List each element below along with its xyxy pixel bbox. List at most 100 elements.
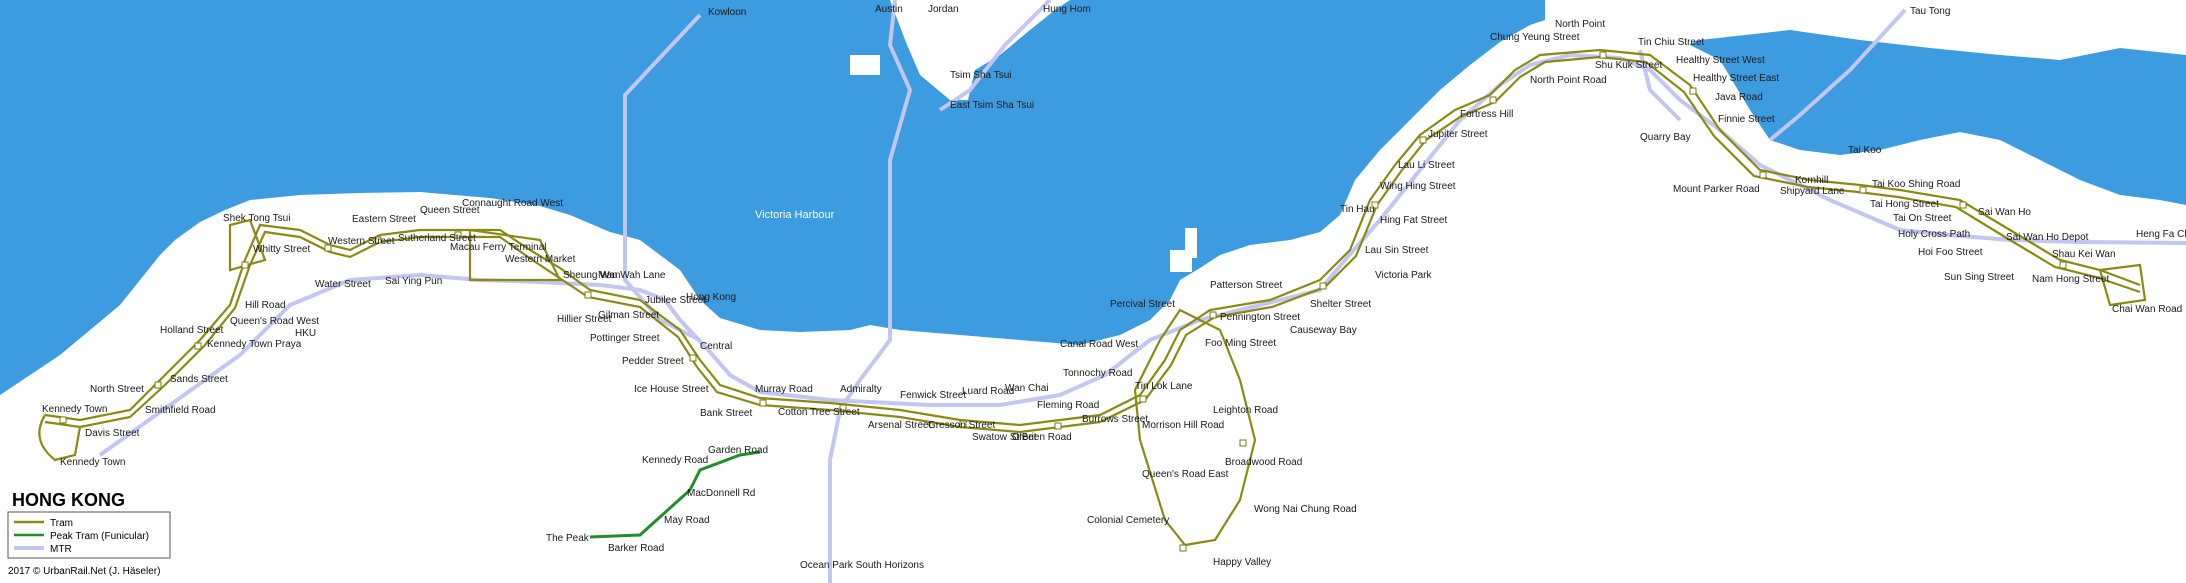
peak-stop-label: Garden Road (708, 445, 768, 456)
tram-stop-label: Kennedy Town Praya (207, 339, 302, 350)
cross-harbour-label: East Tsim Sha Tsui (950, 100, 1034, 111)
tram-stop-label: Wing Hing Street (1380, 181, 1456, 192)
kowloon-land (840, 0, 1070, 100)
tram-stop-label: Sands Street (170, 374, 228, 385)
tram-stop-label: Cotton Tree Street (778, 407, 860, 418)
credit-text: 2017 © UrbanRail.Net (J. Häseler) (8, 566, 160, 577)
peak-stop-label: The Peak (546, 533, 590, 544)
tram-stop-label: Queen's Road East (1142, 469, 1229, 480)
tram-stop-label: Sutherland Street (398, 233, 476, 244)
tram-stop-label: Shu Kuk Street (1595, 60, 1662, 71)
tram-stop-label: Kennedy Town (42, 404, 107, 415)
mtr-label: HKU (295, 328, 316, 339)
tram-stop-label: Queen Street (420, 205, 480, 216)
cross-harbour-label: Austin (875, 4, 903, 15)
mtr-label: Ocean Park South Horizons (800, 560, 924, 571)
tram-stop-label: Jubilee Street (645, 295, 706, 306)
tram-stop-label: Water Street (315, 279, 371, 290)
tram-stop-label: Sun Sing Street (1944, 272, 2014, 283)
mtr-label: Sai Wan Ho (1978, 207, 2031, 218)
tram-stop-label: Tai Koo Shing Road (1872, 179, 1960, 190)
cross-harbour-label: Hung Hom (1043, 4, 1091, 15)
tram-stop-label: Shek Tong Tsui (223, 213, 290, 224)
tram-stop-label: Jupiter Street (1428, 129, 1488, 140)
tram-stop-label: Shipyard Lane (1780, 186, 1845, 197)
tram-stop-label: Foo Ming Street (1205, 338, 1276, 349)
tram-stop-label: Smithfield Road (145, 405, 216, 416)
tram-stop-label: Shelter Street (1310, 299, 1371, 310)
tram-stop-label: Arsenal Street (868, 420, 932, 431)
tram-stop-label: Lau Sin Street (1365, 245, 1429, 256)
tram-stop-label: Sheung Wan (563, 270, 620, 281)
mtr-label: Chai Wan Road (2112, 304, 2182, 315)
tram-stop-label: Swatow Street (972, 432, 1037, 443)
tram-stop-label: Gresson Street (928, 420, 995, 431)
tram-stop-label: Hing Fat Street (1380, 215, 1447, 226)
kowloon-pier (850, 55, 880, 75)
tram-stop-label: Percival Street (1110, 299, 1175, 310)
legend-tram: Tram (50, 518, 73, 529)
tram-stop-label: Ice House Street (634, 384, 709, 395)
mtr-label: Tai Koo (1848, 145, 1882, 156)
hong-kong-island (0, 15, 2186, 583)
tram-stop-label: North Street (90, 384, 144, 395)
cross-harbour-label: Tsim Sha Tsui (950, 70, 1012, 81)
tram-stop-label: Murray Road (755, 384, 813, 395)
peak-tram-line (589, 450, 761, 539)
tram-stop-label: North Point Road (1530, 75, 1607, 86)
tram-stop-label: Kornhill (1795, 175, 1828, 186)
tram-stop-label: Pedder Street (622, 356, 684, 367)
tram-stop-label: Morrison Hill Road (1142, 420, 1224, 431)
tram-stop-label: Healthy Street East (1693, 73, 1779, 84)
legend-peak: Peak Tram (Funicular) (50, 531, 149, 542)
cross-harbour-label: Jordan (928, 4, 959, 15)
tram-stop-label: Holland Street (160, 325, 224, 336)
tram-stop-label: Healthy Street West (1676, 55, 1765, 66)
tram-stop-label: Tai On Street (1893, 213, 1952, 224)
tram-stop-label: Tin Chiu Street (1638, 37, 1705, 48)
tram-stop-label: Luard Road (962, 386, 1014, 397)
tram-stop-label: Hillier Street (557, 314, 612, 325)
pier (1185, 228, 1197, 258)
tram-stop-label: Burrows Street (1082, 414, 1148, 425)
tram-stop-label: Bank Street (700, 408, 752, 419)
mtr-label: Central (700, 341, 732, 352)
tram-stop-label: Finnie Street (1718, 114, 1775, 125)
tram-stop-label: Queen's Road West (230, 316, 319, 327)
tram-stop-label: Nam Hong Street (2032, 274, 2109, 285)
tram-stop-markers (59, 51, 2067, 552)
mtr-lines (98, 0, 2186, 583)
tram-stop-label: Leighton Road (1213, 405, 1278, 416)
mtr-label: Fortress Hill (1460, 109, 1513, 120)
tram-stop-label: Pennington Street (1220, 312, 1300, 323)
tram-stop-label: Tin Lok Lane (1135, 381, 1193, 392)
map-title: HONG KONG (12, 490, 125, 510)
tram-stop-label: O'Brien Road (1012, 432, 1072, 443)
tram-stop-label: Fleming Road (1037, 400, 1099, 411)
tram-stop-label: Western Market (505, 254, 576, 265)
peak-stop-label: Kennedy Road (642, 455, 708, 466)
tram-stop-label: Davis Street (85, 428, 140, 439)
mtr-label: Heng Fa Chuen (2136, 229, 2186, 240)
tram-stop-label: Colonial Cemetery (1087, 515, 1169, 526)
mtr-label: Sai Ying Pun (385, 276, 442, 287)
tram-stop-label: Tonnochy Road (1063, 368, 1133, 379)
mtr-label: Shau Kei Wan (2052, 249, 2116, 260)
tram-stop-label: Macau Ferry Terminal (450, 242, 547, 253)
cross-harbour-label: Tau Tong (1910, 6, 1950, 17)
tram-stop-label: Tai Hong Street (1870, 199, 1939, 210)
tram-stop-label: Broadwood Road (1225, 457, 1302, 468)
tram-stop-label: Gilman Street (598, 310, 659, 321)
kowloon-land-east (1545, 0, 2186, 75)
tram-stop-label: Hoi Foo Street (1918, 247, 1983, 258)
tram-stop-label: Holy Cross Path (1898, 229, 1970, 240)
mtr-label: North Point (1555, 19, 1605, 30)
tram-stop-label: Fenwick Street (900, 390, 966, 401)
tram-stop-label: Sai Wan Ho Depot (2006, 232, 2089, 243)
tram-stop-label: Chung Yeung Street (1490, 32, 1580, 43)
legend-mtr: MTR (50, 544, 72, 555)
tram-stop-label: Whitty Street (253, 244, 310, 255)
tram-stop-label: Eastern Street (352, 214, 416, 225)
peak-stop-label: MacDonnell Rd (687, 488, 755, 499)
